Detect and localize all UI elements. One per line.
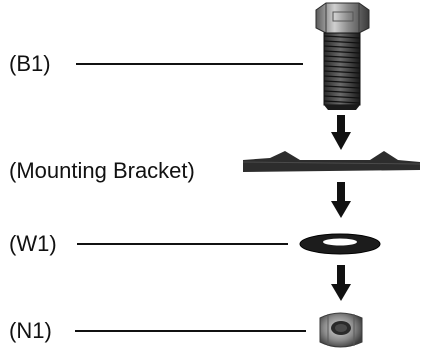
bracket-icon (242, 151, 421, 172)
lock-nut-icon (319, 312, 363, 348)
arrow-down-icon (331, 182, 351, 218)
label-mounting-bracket: (Mounting Bracket) (9, 158, 195, 183)
hex-bolt-icon (315, 2, 370, 110)
label-n1: (N1) (9, 318, 52, 343)
label-b1: (B1) (9, 51, 51, 76)
label-w1: (W1) (9, 231, 57, 256)
washer-icon (299, 233, 381, 255)
arrow-down-icon (331, 115, 351, 150)
arrow-down-icon (331, 265, 351, 301)
